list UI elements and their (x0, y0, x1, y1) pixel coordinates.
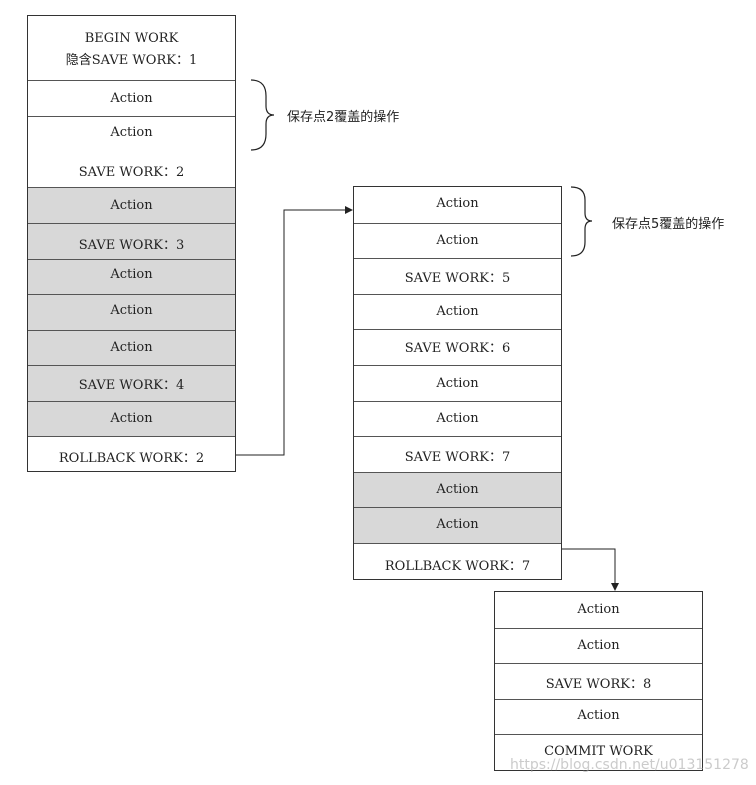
row-label: SAVE WORK：2 (78, 165, 185, 180)
annotation-savepoint-2: 保存点2覆盖的操作 (287, 110, 400, 125)
row-label: Action (577, 638, 620, 653)
row-label: Action (436, 482, 479, 497)
row-label: SAVE WORK：8 (545, 677, 652, 692)
block-2-row: Action (354, 187, 561, 223)
row-label: ROLLBACK WORK：2 (58, 451, 205, 466)
block-1-row: Action (28, 401, 235, 436)
block-1-row: BEGIN WORK 隐含SAVE WORK：1 (28, 16, 235, 80)
row-label: Action (436, 376, 479, 391)
row-label: Action (436, 517, 479, 532)
block-1-row: Action (28, 294, 235, 330)
row-label: Action (436, 233, 479, 248)
block-1-row: Action (28, 187, 235, 223)
row-label: ROLLBACK WORK：7 (384, 559, 531, 574)
row-label: Action (577, 708, 620, 723)
row-label: Action (436, 411, 479, 426)
block-3-row: Action (495, 592, 702, 628)
block-1-row: ROLLBACK WORK：2 (28, 436, 235, 471)
block-3-row: Action (495, 628, 702, 663)
brace-2 (570, 186, 593, 257)
block-2-row: Action (354, 401, 561, 436)
row-label: Action (436, 196, 479, 211)
row-label: Action (110, 303, 153, 318)
block-2-row: Action (354, 365, 561, 401)
block-1-row: Action (28, 80, 235, 116)
block-2-row: Action (354, 507, 561, 543)
block-2-row: ROLLBACK WORK：7 (354, 543, 561, 579)
block-2-row: SAVE WORK：5 (354, 258, 561, 294)
row-label: SAVE WORK：4 (78, 378, 185, 393)
row-label: SAVE WORK：3 (78, 238, 185, 253)
row-label: 隐含SAVE WORK：1 (65, 53, 198, 68)
row-label: SAVE WORK：6 (404, 341, 511, 356)
block-2-row: Action (354, 294, 561, 329)
row-label: Action (110, 340, 153, 355)
annotation-savepoint-5: 保存点5覆盖的操作 (612, 217, 725, 232)
row-label: Action (110, 267, 153, 282)
rollback-arrow-2 (562, 548, 619, 591)
block-1-row: Action (28, 330, 235, 365)
block-2-row: SAVE WORK：7 (354, 436, 561, 472)
block-3-row: COMMIT WORK (495, 734, 702, 770)
watermark: https://blog.csdn.net/u013151278 (510, 757, 749, 773)
brace-1 (250, 79, 275, 151)
row-label: SAVE WORK：5 (404, 271, 511, 286)
block-1-row: SAVE WORK：4 (28, 365, 235, 401)
rollback-arrow-1 (236, 206, 353, 456)
block-2-row: Action (354, 472, 561, 507)
row-label: Action (110, 411, 153, 426)
row-label: SAVE WORK：7 (404, 450, 511, 465)
block-3-row: SAVE WORK：8 (495, 663, 702, 699)
row-label: Action (577, 602, 620, 617)
block-2-row: SAVE WORK：6 (354, 329, 561, 365)
row-label: Action (110, 91, 153, 106)
row-label: BEGIN WORK (84, 31, 179, 46)
row-label: Action (110, 125, 153, 140)
row-label: Action (436, 304, 479, 319)
row-label: COMMIT WORK (544, 744, 653, 759)
row-label: Action (110, 198, 153, 213)
block-1-row: SAVE WORK：3 (28, 223, 235, 259)
block-1-row: Action (28, 259, 235, 294)
block-2-row: Action (354, 223, 561, 258)
block-3-row: Action (495, 699, 702, 734)
